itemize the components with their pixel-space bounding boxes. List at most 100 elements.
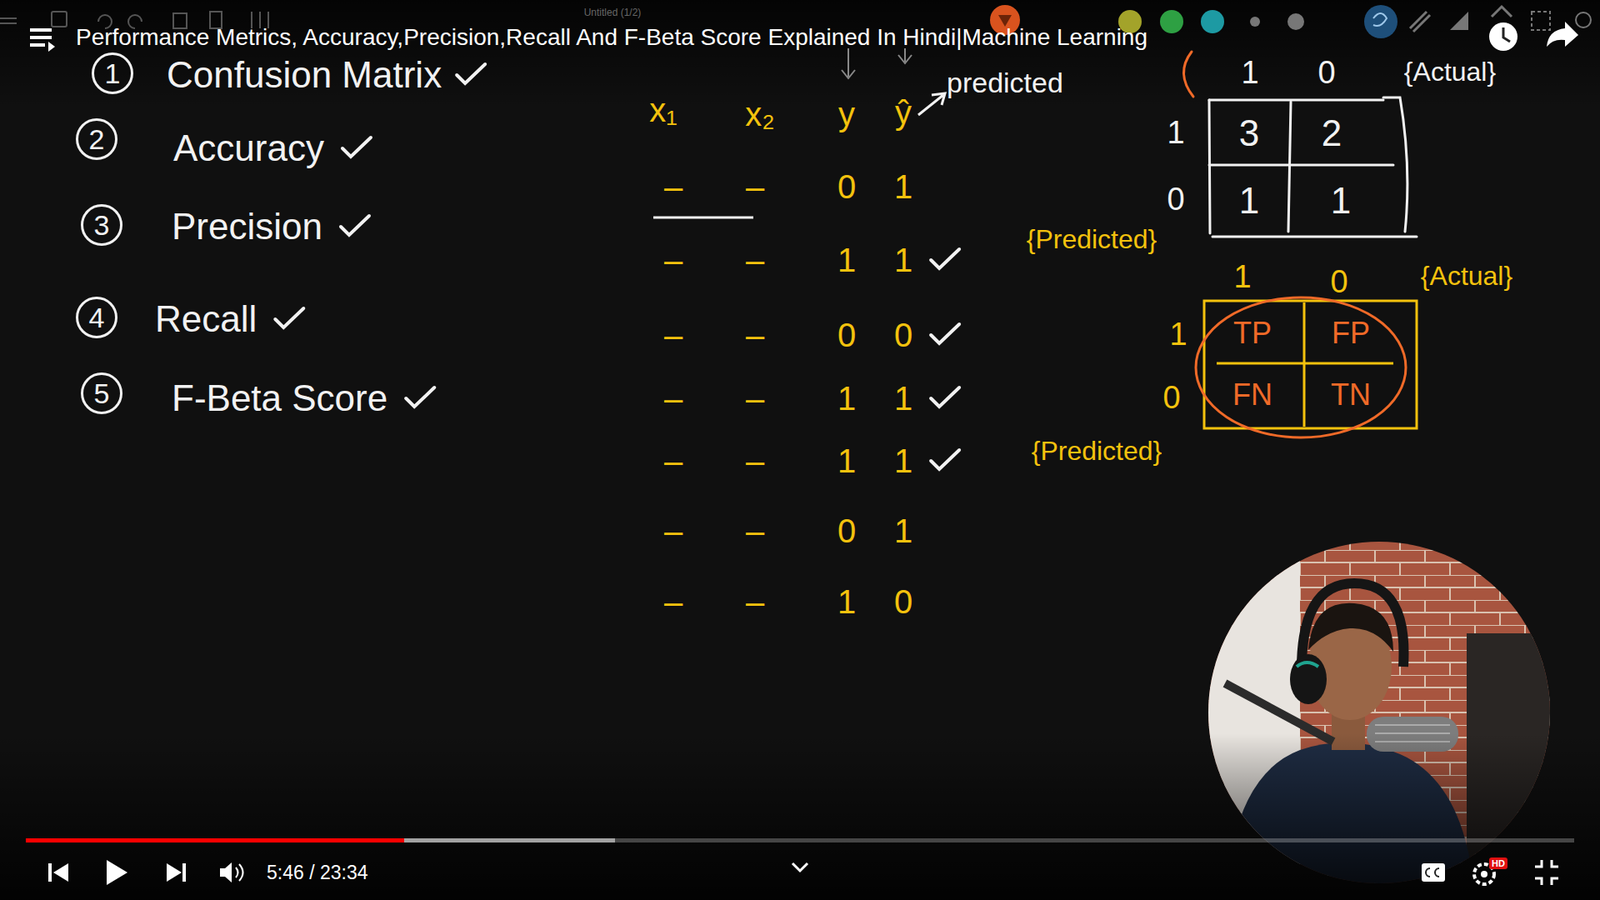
actual-value: 1 xyxy=(837,441,856,480)
check-mark xyxy=(930,324,960,344)
feature-dash: – xyxy=(745,167,765,206)
player-controls xyxy=(235,864,244,881)
check-mark xyxy=(930,450,960,470)
axis-value: 0 xyxy=(1330,264,1348,301)
feature-dash: – xyxy=(745,441,765,480)
step-number: 3 xyxy=(94,210,110,240)
check-mark xyxy=(342,137,371,157)
actual-value: 1 xyxy=(837,240,856,280)
player-controls xyxy=(25,838,405,843)
number-circle: 4 xyxy=(75,296,118,339)
player-controls xyxy=(1480,870,1488,878)
feature-dash: – xyxy=(745,511,765,550)
top-toolbar xyxy=(1410,11,1430,32)
webcam-inset xyxy=(1308,603,1394,652)
feature-dash: – xyxy=(745,240,765,280)
clock-icon xyxy=(1489,22,1518,51)
feature-dash: – xyxy=(664,315,683,355)
predicted-value: 1 xyxy=(894,167,913,206)
check-mark xyxy=(405,387,435,407)
predicted-pointer xyxy=(918,93,945,115)
topic-heading: Confusion Matrix xyxy=(166,54,442,97)
player-controls xyxy=(25,838,1575,843)
player-controls xyxy=(25,838,615,843)
webcam-inset xyxy=(1296,662,1319,667)
player-controls xyxy=(1535,860,1559,885)
confusion-matrix-counts xyxy=(1212,235,1417,239)
top-toolbar xyxy=(1575,12,1591,28)
predicted-value: 1 xyxy=(894,441,913,480)
menu-icon xyxy=(48,41,55,52)
share-icon xyxy=(1546,21,1579,47)
confusion-matrix-terms xyxy=(1195,297,1417,438)
table-cell: 1 xyxy=(1239,180,1260,223)
number-circle: 2 xyxy=(75,118,118,160)
share-icon xyxy=(1546,21,1579,47)
player-controls xyxy=(792,863,808,871)
column-note: predicted xyxy=(946,66,1064,100)
axis-value: 1 xyxy=(1240,55,1259,92)
confusion-matrix-counts xyxy=(1183,51,1417,237)
feature-dash: – xyxy=(664,582,683,621)
check-mark xyxy=(930,249,960,269)
column-header: y xyxy=(838,95,855,134)
column-header: ŷ xyxy=(895,93,912,132)
table-cell: FN xyxy=(1232,377,1273,412)
axis-title: {Predicted} xyxy=(1026,224,1158,255)
row-underline xyxy=(653,216,754,220)
feature-dash: – xyxy=(745,379,765,418)
axis-value: 1 xyxy=(1169,316,1187,354)
column-header: x₁ xyxy=(649,90,678,130)
topic-heading: Recall xyxy=(155,298,257,341)
column-arrows xyxy=(841,48,855,79)
player-controls xyxy=(1425,868,1440,877)
actual-value: 0 xyxy=(837,167,856,206)
check-mark xyxy=(340,215,370,235)
table-cell: TP xyxy=(1233,315,1272,350)
feature-dash: – xyxy=(664,511,683,550)
top-toolbar xyxy=(1373,13,1387,26)
predicted-value: 1 xyxy=(894,240,913,280)
player-controls xyxy=(0,733,1600,900)
webcam-inset xyxy=(1290,654,1327,705)
top-toolbar xyxy=(0,0,1600,109)
table-cell: TN xyxy=(1330,377,1371,412)
axis-title: {Actual} xyxy=(1404,56,1496,88)
player-controls xyxy=(53,863,69,882)
webcam-inset xyxy=(1225,683,1334,742)
feature-dash: – xyxy=(664,379,683,418)
player-controls xyxy=(220,862,232,883)
quality-badge: HD xyxy=(1489,857,1508,870)
actual-value: 1 xyxy=(837,379,856,418)
actual-value: 1 xyxy=(837,582,856,621)
step-number: 2 xyxy=(89,125,105,154)
top-toolbar xyxy=(1531,11,1550,30)
axis-title: {Predicted} xyxy=(1031,435,1163,467)
axis-value: 1 xyxy=(1166,115,1185,152)
feature-dash: – xyxy=(664,240,683,280)
step-number: 5 xyxy=(94,379,110,408)
menu-icon xyxy=(30,30,55,52)
time-display: 5:46 / 23:34 xyxy=(266,861,369,884)
axis-value: 1 xyxy=(1233,259,1251,296)
top-toolbar xyxy=(1200,10,1225,34)
top-toolbar xyxy=(1491,6,1512,17)
check-mark xyxy=(456,64,485,84)
table-cell: FP xyxy=(1331,315,1370,350)
player-controls xyxy=(48,863,52,882)
confusion-matrix-counts xyxy=(1288,101,1291,232)
confusion-matrix-counts xyxy=(1209,97,1417,237)
player-controls xyxy=(0,733,1600,900)
clock-icon xyxy=(1489,22,1518,51)
predicted-value: 1 xyxy=(894,511,913,550)
top-toolbar xyxy=(1160,10,1184,34)
axis-value: 0 xyxy=(1317,55,1335,92)
player-controls xyxy=(1421,863,1445,882)
confusion-matrix-counts xyxy=(1209,100,1210,234)
top-toolbar xyxy=(0,18,17,24)
video-title: Performance Metrics, Accuracy,Precision,… xyxy=(75,24,1148,51)
confusion-matrix-counts xyxy=(1209,164,1394,167)
table-cell: 1 xyxy=(1330,180,1351,223)
topic-heading: Precision xyxy=(171,205,323,249)
column-arrows xyxy=(841,48,912,79)
